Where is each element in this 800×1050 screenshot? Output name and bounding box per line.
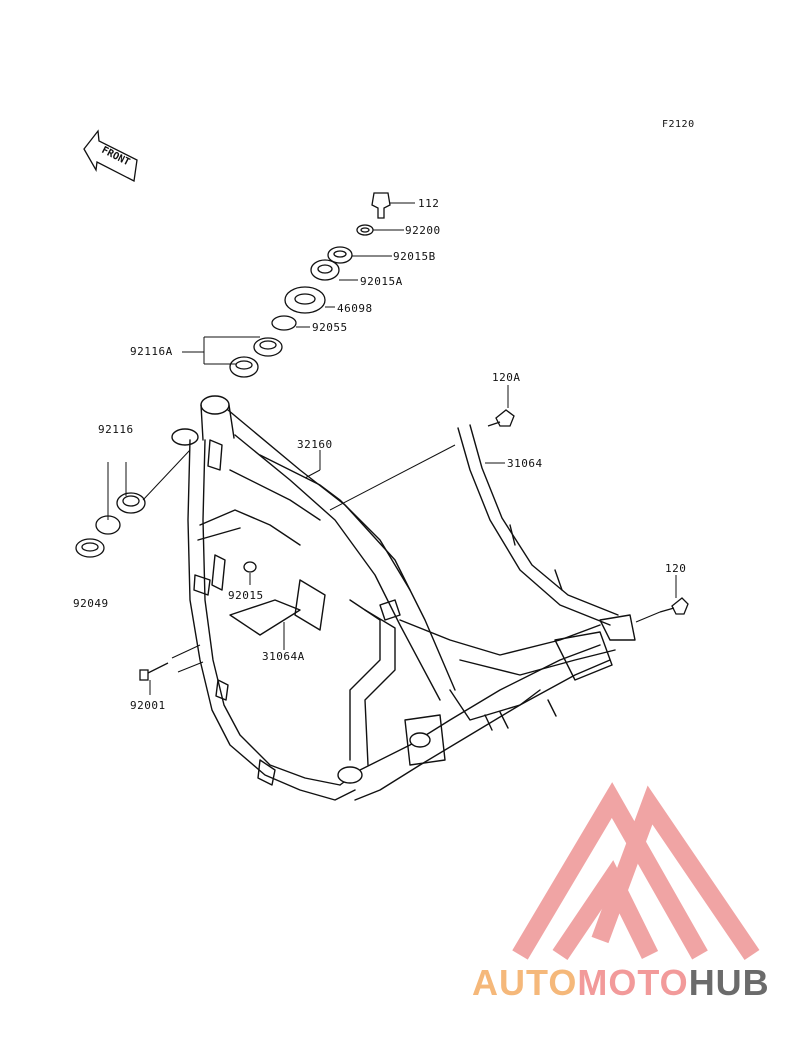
- callout-46098: 46098: [337, 302, 373, 315]
- steering-stem-parts: [75, 192, 689, 681]
- callout-112: 112: [418, 197, 440, 210]
- callout-31064: 31064: [507, 457, 543, 470]
- leader-lines: [107, 202, 677, 695]
- main-frame-drawing: [171, 395, 636, 801]
- watermark-part1: AUTO: [472, 962, 578, 1003]
- callout-92200: 92200: [405, 224, 441, 237]
- watermark-brand-text: AUTOMOTOHUB: [472, 962, 770, 1004]
- callout-92015b: 92015B: [393, 250, 436, 263]
- figure-reference-code: F2120: [662, 119, 695, 130]
- watermark-part2: MOTO: [577, 962, 689, 1003]
- callout-31064a: 31064A: [262, 650, 305, 663]
- callout-92116: 92116: [98, 423, 134, 436]
- front-arrow-icon: [83, 129, 138, 182]
- watermark-logo-icon: [512, 782, 760, 961]
- callout-92049: 92049: [73, 597, 109, 610]
- callout-120: 120: [665, 562, 687, 575]
- callout-92001: 92001: [130, 699, 166, 712]
- callout-92116a: 92116A: [130, 345, 173, 358]
- callout-120a: 120A: [492, 371, 521, 384]
- callout-32160: 32160: [297, 438, 333, 451]
- watermark-part3: HUB: [688, 962, 770, 1003]
- callout-92015: 92015: [228, 589, 264, 602]
- callout-92055: 92055: [312, 321, 348, 334]
- callout-92015a: 92015A: [360, 275, 403, 288]
